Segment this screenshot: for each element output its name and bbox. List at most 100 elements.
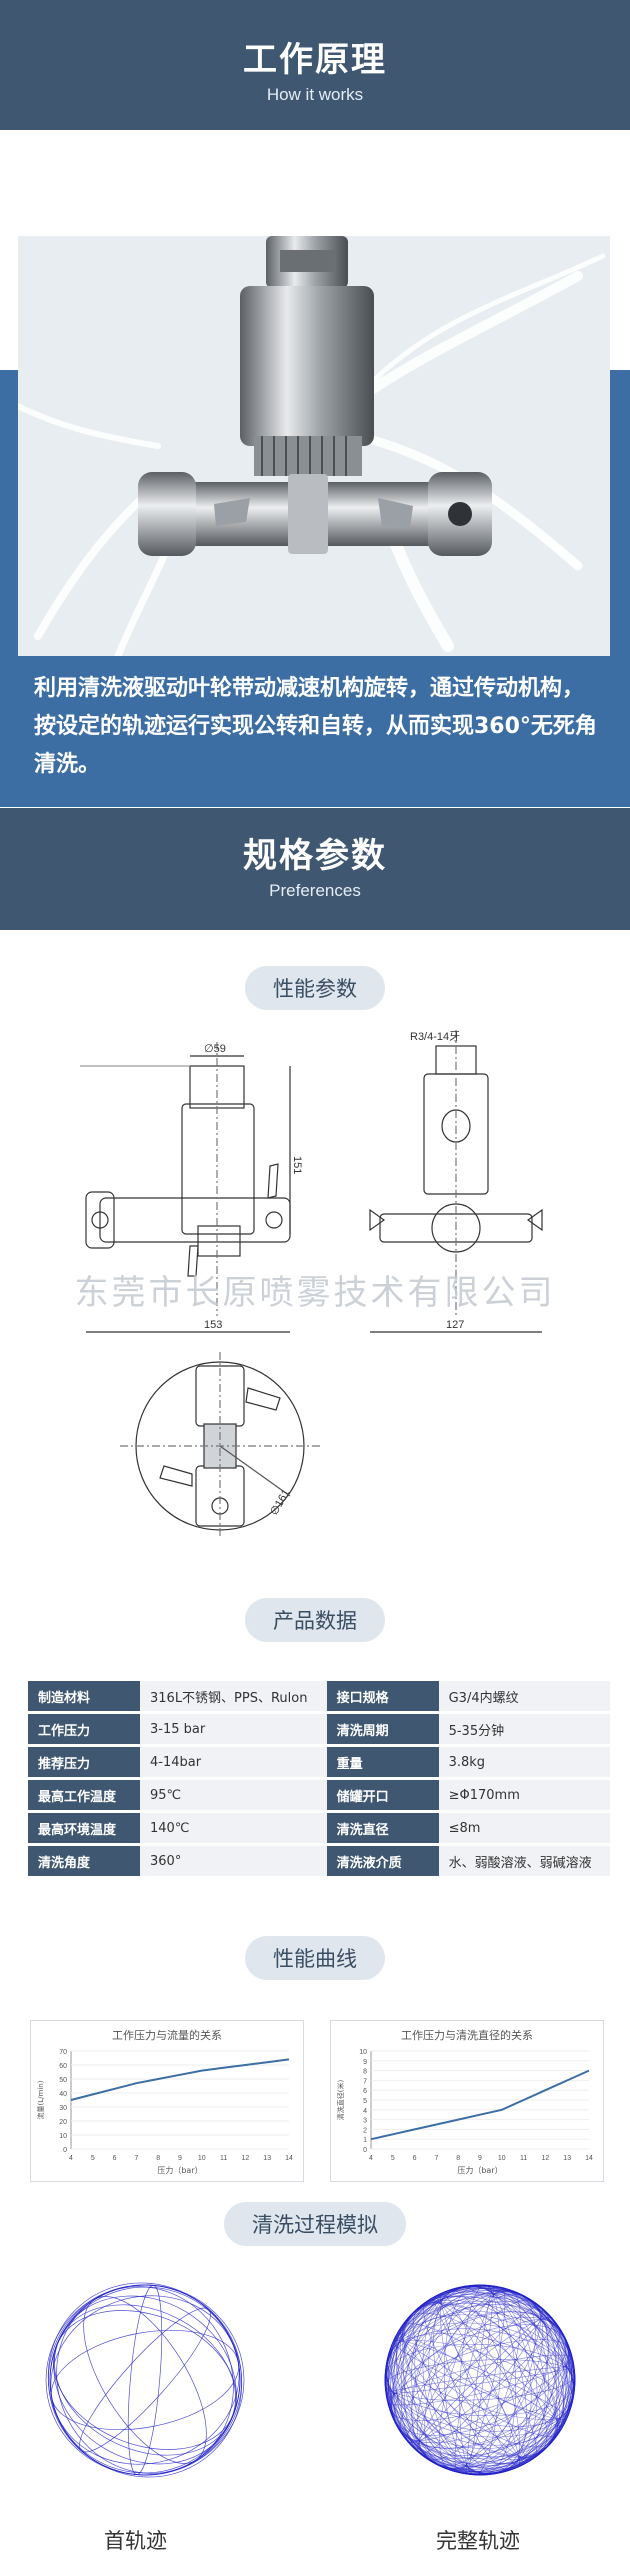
- y-tick-label: 9: [363, 2059, 367, 2066]
- series-line: [70, 2058, 290, 2101]
- trajectory-path: [417, 2306, 543, 2454]
- trajectory-path: [385, 2284, 575, 2476]
- trajectory-path: [389, 2293, 571, 2467]
- spec-key: 重量: [326, 1747, 439, 1777]
- dim-151: 151: [291, 1156, 303, 1174]
- trajectory-path: [392, 2284, 568, 2476]
- section-subtitle: Preferences: [269, 881, 361, 900]
- y-tick-label: 6: [363, 2088, 367, 2095]
- trajectory-path: [385, 2285, 575, 2475]
- trajectory-path: [389, 2311, 571, 2449]
- trajectory-path: [391, 2311, 569, 2449]
- trajectory-path: [392, 2340, 568, 2420]
- y-tick-label: 20: [59, 2119, 67, 2126]
- x-tick-label: 4: [69, 2155, 73, 2162]
- x-tick-label: 7: [434, 2155, 438, 2162]
- spec-value: 5-35分钟: [438, 1714, 610, 1744]
- spec-value: 316L不锈钢、PPS、Rulon: [140, 1681, 327, 1711]
- spec-value: G3/4内螺纹: [438, 1681, 610, 1711]
- spec-key: 清洗直径: [326, 1813, 439, 1843]
- trajectory-path: [49, 2286, 241, 2474]
- trajectory-path: [386, 2294, 574, 2466]
- spec-key: 推荐压力: [28, 1747, 140, 1777]
- y-tick-label: 50: [59, 2077, 67, 2084]
- dim-diameter-59: ∅59: [204, 1043, 226, 1055]
- y-tick-label: 60: [59, 2063, 67, 2070]
- trajectory-path: [394, 2286, 566, 2474]
- spec-key: 接口规格: [326, 1681, 439, 1711]
- full-trajectory-label: 完整轨迹: [436, 2529, 520, 2553]
- trajectory-path: [385, 2285, 575, 2475]
- sphere-outline: [384, 2284, 576, 2476]
- trajectory-path: [387, 2284, 573, 2476]
- x-tick-label: 13: [263, 2155, 271, 2162]
- spec-value: 3-15 bar: [140, 1714, 327, 1744]
- dim-127: 127: [446, 1319, 464, 1331]
- trajectory-path: [385, 2287, 575, 2473]
- trajectory-path: [385, 2288, 575, 2472]
- trajectory-path: [384, 2285, 576, 2475]
- trajectory-path: [385, 2296, 575, 2464]
- trajectory-path: [48, 2284, 242, 2476]
- preferences-header: 规格参数 Preferences: [0, 808, 630, 930]
- dimension-drawing: ∅59 151 214 153 R3/4-14牙 127 ∅161: [69, 1016, 570, 1536]
- trajectory-path: [440, 2292, 520, 2468]
- y-tick-label: 0: [63, 2147, 67, 2154]
- y-tick-label: 8: [363, 2069, 367, 2076]
- how-it-works-header: 工作原理 How it works: [0, 0, 630, 130]
- trajectory-path: [391, 2301, 569, 2459]
- trajectory-path: [394, 2316, 566, 2444]
- y-tick-label: 40: [59, 2091, 67, 2098]
- x-tick-label: 14: [285, 2155, 293, 2162]
- trajectory-path: [53, 2304, 237, 2456]
- trajectory-path: [390, 2296, 570, 2464]
- trajectory-path: [393, 2289, 567, 2471]
- simulation-label: 清洗过程模拟: [224, 2202, 406, 2246]
- y-tick-label: 7: [363, 2078, 367, 2085]
- working-principle-text: 利用清洗液驱动叶轮带动减速机构旋转，通过传动机构，按设定的轨迹运行实现公转和自转…: [34, 676, 597, 777]
- trajectory-path: [388, 2285, 572, 2475]
- x-tick-label: 8: [156, 2155, 160, 2162]
- x-tick-label: 5: [391, 2155, 395, 2162]
- x-tick-label: 6: [413, 2155, 417, 2162]
- product-photo: [18, 236, 610, 656]
- trajectory-path: [388, 2287, 572, 2473]
- trajectory-path: [384, 2284, 576, 2476]
- trajectory-path: [56, 2286, 234, 2474]
- y-tick-label: 4: [363, 2108, 367, 2115]
- x-tick-label: 9: [178, 2155, 182, 2162]
- trajectory-path: [411, 2289, 549, 2471]
- trajectory-path: [384, 2285, 576, 2475]
- trajectory-path: [401, 2291, 559, 2469]
- x-tick-label: 12: [242, 2155, 250, 2162]
- spec-key: 清洗液介质: [326, 1846, 439, 1876]
- spec-value: ≥Φ170mm: [438, 1780, 610, 1810]
- chart-title: 工作压力与流量的关系: [112, 2028, 222, 2042]
- x-tick-label: 7: [134, 2155, 138, 2162]
- sphere-first-trajectory: [40, 2270, 250, 2490]
- y-tick-label: 30: [59, 2105, 67, 2112]
- sphere-full-trajectory: [375, 2270, 585, 2490]
- x-tick-label: 9: [478, 2155, 482, 2162]
- trajectory-path: [385, 2284, 575, 2476]
- dim-153: 153: [204, 1319, 222, 1331]
- trajectory-path: [396, 2285, 564, 2475]
- y-axis-label: 清洗直径(米): [336, 2080, 345, 2121]
- section-title: 工作原理: [243, 40, 387, 80]
- trajectory-path: [47, 2282, 243, 2478]
- x-tick-label: 8: [456, 2155, 460, 2162]
- trajectory-path: [395, 2299, 565, 2461]
- performance-params-label: 性能参数: [245, 966, 385, 1010]
- y-tick-label: 5: [363, 2098, 367, 2105]
- trajectory-path: [387, 2303, 573, 2457]
- trajectory-path: [391, 2287, 569, 2473]
- x-tick-label: 4: [369, 2155, 373, 2162]
- series-line: [370, 2069, 590, 2141]
- trajectory-path: [406, 2317, 554, 2443]
- x-tick-label: 10: [198, 2155, 206, 2162]
